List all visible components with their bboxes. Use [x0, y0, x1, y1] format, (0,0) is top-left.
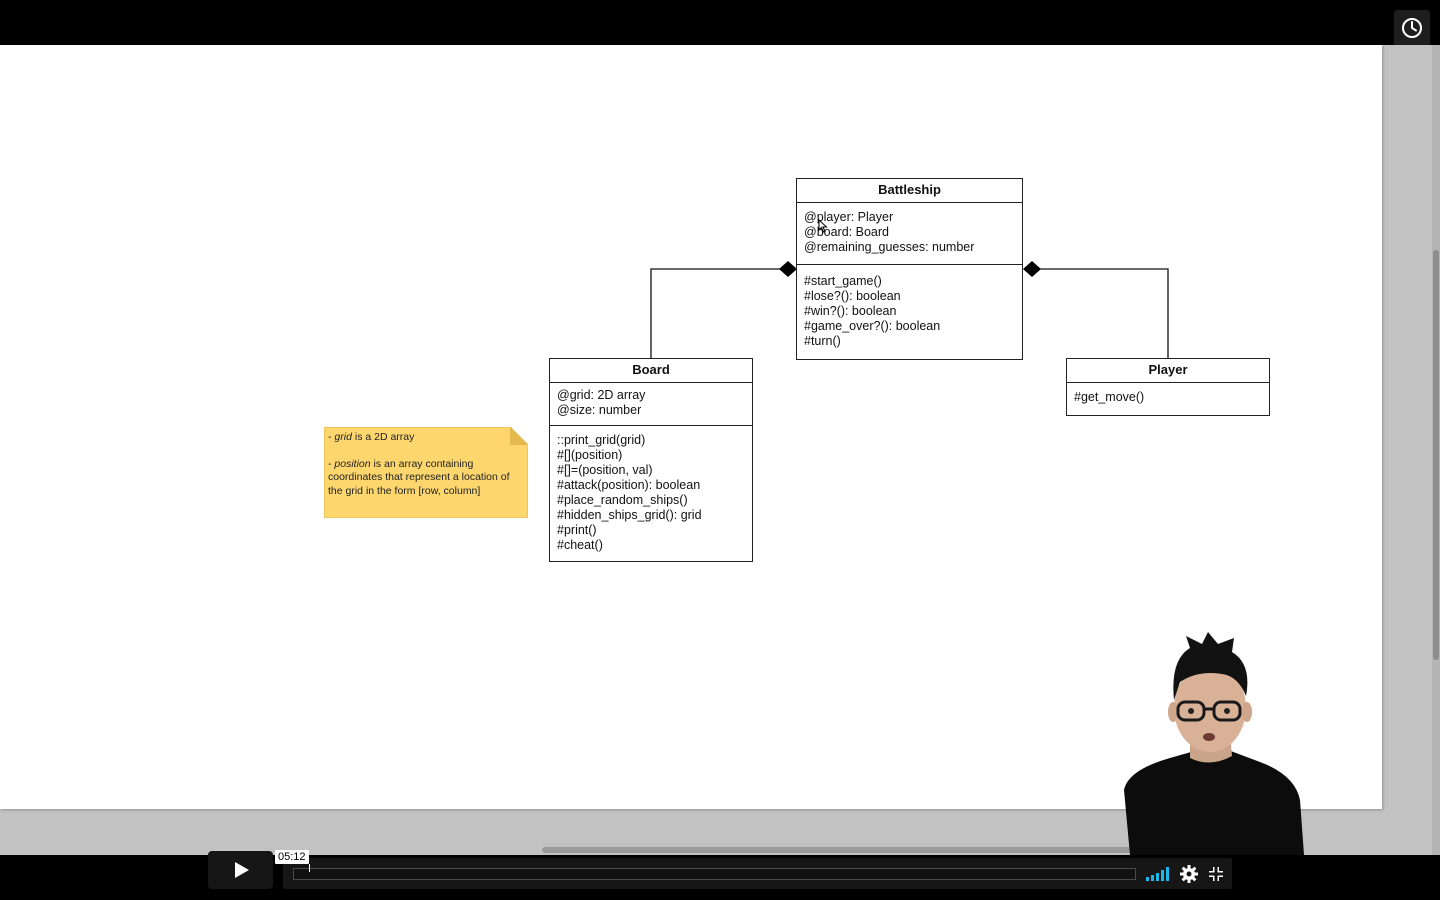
note-text: - grid is a 2D array - position is an ar…	[328, 431, 524, 498]
battleship-class-title: Battleship	[797, 179, 1022, 203]
progress-bar[interactable]	[293, 868, 1136, 880]
horizontal-scroll-thumb[interactable]	[542, 847, 1262, 853]
mouse-cursor-icon	[818, 219, 828, 233]
player-battleship-connector	[1038, 268, 1169, 359]
watch-later-button[interactable]	[1394, 10, 1430, 46]
player-composition-diamond	[1023, 261, 1041, 277]
method-line: #cheat()	[557, 538, 603, 552]
battleship-methods: #start_game() #lose?(): boolean #win?():…	[797, 264, 1022, 355]
volume-icon[interactable]	[1146, 867, 1172, 881]
method-line: #place_random_ships()	[557, 493, 688, 507]
method-line: #print()	[557, 523, 597, 537]
player-methods: #get_move()	[1067, 383, 1269, 411]
attribute-line: @size: number	[557, 403, 642, 417]
board-class-title: Board	[550, 359, 752, 383]
board-battleship-connector	[650, 268, 781, 359]
board-attributes: @grid: 2D array @size: number	[550, 383, 752, 425]
attribute-line: @player: Player	[804, 210, 894, 224]
method-line: #[](position)	[557, 448, 623, 462]
player-class-title: Player	[1067, 359, 1269, 383]
method-line: #win?(): boolean	[804, 304, 897, 318]
note-line-grid: - grid is a 2D array	[328, 431, 415, 443]
battleship-class-box[interactable]: Battleship @player: Player @board: Board…	[796, 178, 1023, 360]
play-icon	[234, 862, 249, 878]
play-button[interactable]	[208, 851, 273, 889]
player-class-box[interactable]: Player #get_move()	[1066, 358, 1270, 416]
board-class-box[interactable]: Board @grid: 2D array @size: number ::pr…	[549, 358, 753, 562]
method-line: #game_over?(): boolean	[804, 319, 941, 333]
method-line: #attack(position): boolean	[557, 478, 701, 492]
sticky-note[interactable]: - grid is a 2D array - position is an ar…	[324, 427, 528, 518]
presenter-image	[1124, 632, 1304, 855]
clock-icon	[1402, 18, 1422, 38]
note-shape	[324, 427, 528, 518]
diagram-canvas: Battleship @player: Player @board: Board…	[0, 45, 1382, 809]
board-methods: ::print_grid(grid) #[](position) #[]=(po…	[550, 425, 752, 559]
fullscreen-exit-icon[interactable]	[1208, 866, 1224, 882]
note-line-position: - position is an array containing coordi…	[328, 457, 510, 497]
method-line: #start_game()	[804, 274, 882, 288]
presenter-webcam	[1110, 630, 1310, 855]
composition-connectors	[650, 261, 1169, 359]
board-composition-diamond	[779, 261, 797, 277]
method-line: #hidden_ships_grid(): grid	[557, 508, 702, 522]
battleship-attributes: @player: Player @board: Board @remaining…	[797, 203, 1022, 264]
method-line: #lose?(): boolean	[804, 289, 901, 303]
method-line: ::print_grid(grid)	[557, 433, 646, 447]
vertical-scroll-thumb[interactable]	[1433, 250, 1439, 660]
gear-icon[interactable]	[1180, 865, 1198, 883]
attribute-line: @grid: 2D array	[557, 388, 646, 402]
method-line: #get_move()	[1074, 390, 1145, 404]
method-line: #turn()	[804, 334, 841, 348]
current-time-tooltip: 05:12	[275, 850, 310, 872]
video-top-bar	[0, 0, 1440, 46]
attribute-line: @board: Board	[804, 225, 889, 239]
method-line: #[]=(position, val)	[557, 463, 653, 477]
attribute-line: @remaining_guesses: number	[804, 240, 975, 254]
